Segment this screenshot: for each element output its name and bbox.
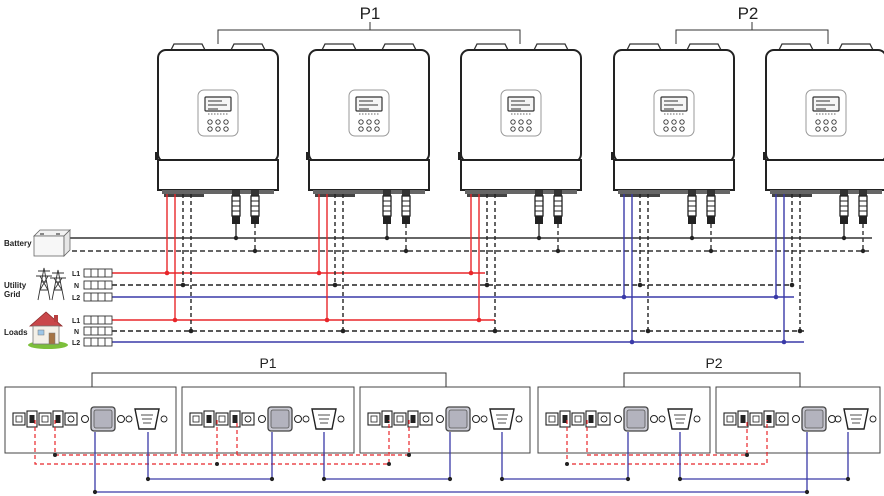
- load-l2-label: L2: [72, 340, 80, 347]
- loads-source: Loads L1 N L2: [4, 311, 113, 349]
- grid-label: Grid: [4, 290, 21, 299]
- inverter-display-icon: [500, 89, 542, 137]
- comm-port-icon: [125, 408, 168, 430]
- battery-connectors: [382, 190, 411, 224]
- grid-l1-label: L1: [72, 271, 80, 278]
- inverter-display-icon: [348, 89, 390, 137]
- comm-wiring-dark: [53, 453, 749, 466]
- battery-source: Battery: [4, 229, 71, 257]
- inverter-display-icon: [197, 89, 239, 137]
- comm-wiring-blue: [94, 432, 849, 493]
- comm-box-5: [715, 386, 881, 454]
- house-icon: [28, 311, 68, 349]
- dip-switch-icon: [545, 410, 611, 428]
- p1-ac-drops: [166, 194, 496, 331]
- inverter-display-icon: [805, 89, 847, 137]
- comm-group-title-p2: P2: [705, 355, 722, 371]
- loads-label: Loads: [4, 328, 28, 337]
- comm-port-icon: [834, 408, 877, 430]
- comm-box-1: [4, 386, 177, 454]
- inverter-3: [458, 43, 582, 224]
- grid-n-label: N: [74, 283, 79, 290]
- utility-label: Utility: [4, 281, 27, 290]
- group-title-p1: P1: [360, 4, 381, 23]
- parallel-port-icon: [258, 406, 302, 432]
- group-bracket-p1: [217, 22, 521, 44]
- grid-terminal-block: L1 N L2: [72, 268, 113, 302]
- load-terminal-block: L1 N L2: [72, 315, 113, 347]
- utility-grid-source: Utility Grid L1 N L2: [4, 267, 113, 302]
- battery-icon: [33, 229, 71, 257]
- group-bracket-p2: [675, 22, 829, 44]
- battery-bus: [64, 224, 872, 254]
- dip-switch-icon: [189, 410, 255, 428]
- comm-group-title-p1: P1: [259, 355, 276, 371]
- parallel-port-icon: [81, 406, 125, 432]
- battery-connectors: [534, 190, 563, 224]
- comm-bracket-p1: [91, 372, 447, 387]
- ac-terminals: [164, 194, 204, 197]
- comm-wiring-red: [34, 420, 768, 465]
- inverter-display-icon: [653, 89, 695, 137]
- comm-box-3: [359, 386, 531, 454]
- group-title-p2: P2: [738, 4, 759, 23]
- load-l1-label: L1: [72, 318, 80, 325]
- load-bus: [112, 319, 804, 343]
- battery-connectors: [839, 190, 868, 224]
- comm-port-icon: [480, 408, 523, 430]
- battery-connectors: [687, 190, 716, 224]
- comm-wiring-junctions: [92, 476, 851, 495]
- comm-bracket-p2: [623, 372, 801, 387]
- inverter-5: [763, 43, 884, 224]
- comm-port-icon: [658, 408, 701, 430]
- parallel-port-icon: [614, 406, 658, 432]
- dip-switch-icon: [12, 410, 78, 428]
- comm-box-2: [181, 386, 355, 454]
- dip-switch-icon: [723, 410, 789, 428]
- dip-switch-icon: [367, 410, 433, 428]
- power-tower-icon: [36, 267, 66, 301]
- grid-bus: [112, 272, 794, 298]
- parallel-port-icon: [792, 406, 836, 432]
- comm-box-4: [537, 386, 711, 454]
- p2-ac-drops: [623, 194, 801, 342]
- battery-connectors: [231, 190, 260, 224]
- comm-port-icon: [302, 408, 345, 430]
- inverter-4: [611, 43, 735, 224]
- junction-dots: [164, 270, 803, 345]
- inverter-2: [306, 43, 430, 224]
- grid-l2-label: L2: [72, 295, 80, 302]
- load-n-label: N: [74, 329, 79, 336]
- parallel-port-icon: [436, 406, 480, 432]
- battery-label: Battery: [4, 239, 32, 248]
- inverter-1: [155, 43, 279, 224]
